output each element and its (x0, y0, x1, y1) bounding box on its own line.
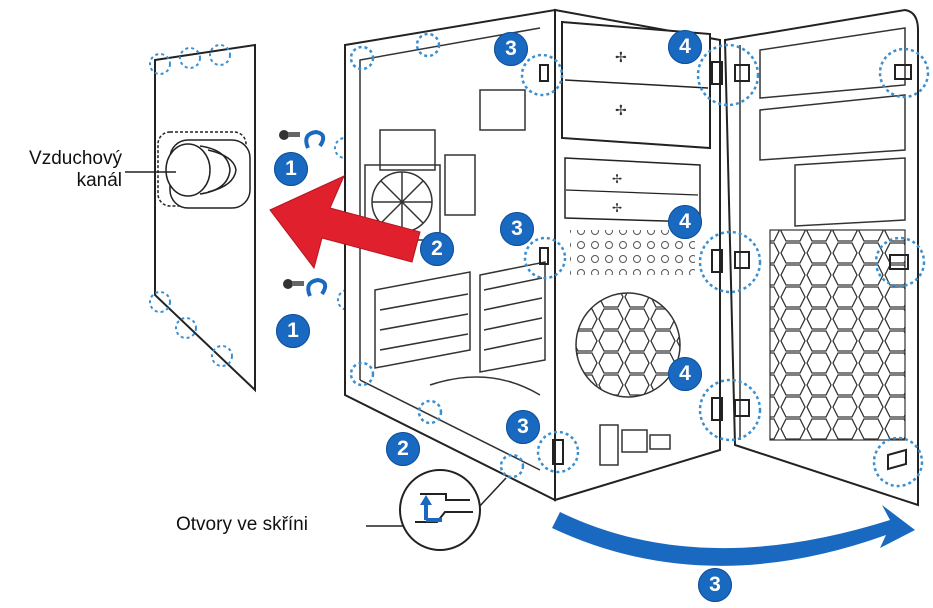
step-badge-3: 3 (500, 212, 534, 246)
case-hole-detail (366, 469, 507, 551)
step-badge-3: 3 (698, 568, 732, 602)
step-badge-3: 3 (494, 32, 528, 66)
air-duct-label-line1: Vzduchový (29, 148, 122, 169)
remove-arrow (269, 174, 421, 270)
io-ports (599, 424, 671, 466)
air-duct-shape (157, 131, 251, 209)
rear-fan-grille (575, 292, 681, 398)
svg-text:✢: ✢ (612, 201, 622, 215)
case-holes-label: Otvory ve skříni (176, 514, 308, 535)
step-badge-4: 4 (668, 205, 702, 239)
step-badge-2: 2 (420, 232, 454, 266)
rotate-arrow-icon (304, 129, 328, 297)
panel-tab-circles (149, 44, 233, 367)
svg-text:✢: ✢ (615, 49, 627, 65)
step-badge-4: 4 (668, 30, 702, 64)
step-badge-1: 1 (276, 314, 310, 348)
open-door-arrow (552, 505, 915, 566)
vent-holes (570, 230, 695, 275)
front-panel (723, 8, 919, 507)
screw-icon (279, 130, 304, 289)
air-duct-label: Vzduchový kanál (10, 148, 122, 192)
step-badge-2: 2 (386, 432, 420, 466)
air-duct-label-line2: kanál (76, 170, 122, 191)
side-panel (125, 43, 256, 393)
step-badge-4: 4 (668, 357, 702, 391)
clip-circles (349, 32, 930, 488)
svg-text:✢: ✢ (612, 172, 622, 186)
cable-clip-icon (539, 61, 912, 471)
svg-text:✢: ✢ (615, 102, 627, 118)
step-badge-3: 3 (506, 410, 540, 444)
step-badge-1: 1 (274, 152, 308, 186)
